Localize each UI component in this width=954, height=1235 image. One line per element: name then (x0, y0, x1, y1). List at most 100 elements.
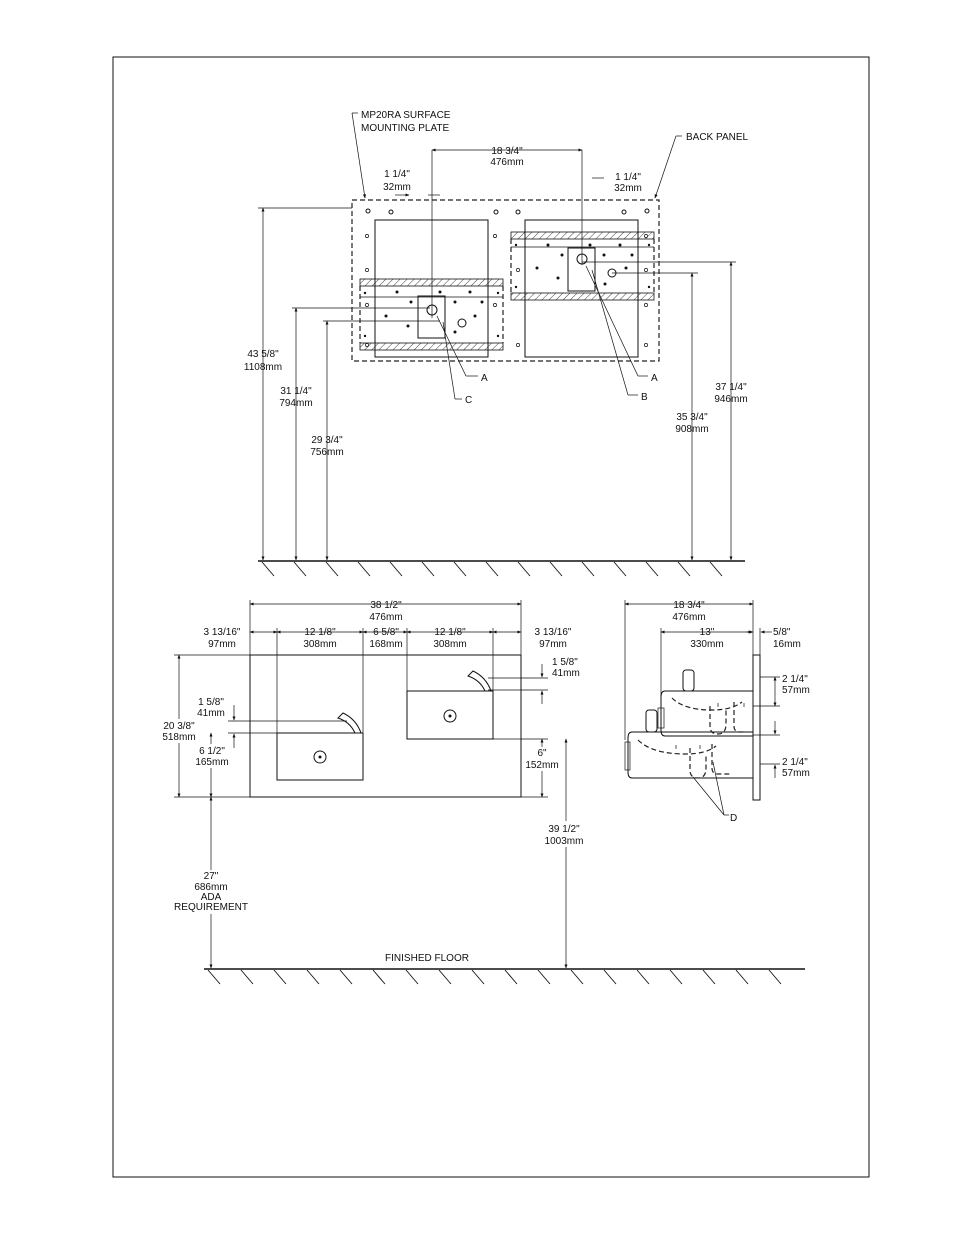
keyhole-slots (365, 208, 650, 215)
floor-hatch-line (325, 561, 339, 577)
right-unit-frame (524, 219, 639, 358)
right-drain (443, 709, 457, 723)
fv-dim-1-1-4-left-in: 1 1/4" (384, 169, 410, 180)
floor-hatch-line (293, 561, 307, 577)
floor-hatch-line (306, 969, 320, 985)
fv-dim-18-3-4-in: 18 3/4" (491, 146, 523, 157)
floor-hatch-top (261, 561, 723, 577)
ev-dim-20-3-8-in: 20 3/8" (163, 721, 195, 732)
fv-dim-35-3-4-mm: 908mm (675, 424, 708, 435)
floor-hatch-line (669, 969, 683, 985)
upper-push-button (682, 669, 695, 692)
left-bracket-top (359, 278, 504, 287)
ev-dim-39-1-2-mm: 1003mm (545, 836, 584, 847)
fv-dim-43-5-8-mm: 1108mm (244, 362, 282, 373)
ev-dim-12-1-8-right-in: 12 1/8" (434, 627, 466, 638)
floor-hatch-line (768, 969, 782, 985)
floor-hatch-line (603, 969, 617, 985)
side-back-panel (752, 654, 761, 801)
floor-hatch-line (504, 969, 518, 985)
callout-c: C (465, 395, 472, 406)
mounting-plate-outline (351, 199, 660, 362)
floor-hatch-line (339, 969, 353, 985)
fv-dim-37-1-4-in: 37 1/4" (715, 382, 747, 393)
callout-a-right: A (651, 373, 658, 384)
ev-dim-6-1-2-in: 6 1/2" (199, 746, 225, 757)
floor-hatch-line (613, 561, 627, 577)
right-bubbler (467, 670, 492, 692)
ev-dim-6-mm: 152mm (525, 760, 558, 771)
fv-dim-31-1-4-mm: 794mm (279, 398, 312, 409)
floor-hatch-line (273, 969, 287, 985)
ev-dim-6-5-8-mm: 168mm (369, 639, 402, 650)
callout-a-left: A (481, 373, 488, 384)
ev-dim-1-5-8-right-mm: 41mm (552, 668, 580, 679)
sv-dim-2-1-4-bottom-in: 2 1/4" (782, 757, 808, 768)
ev-dim-3-13-16-right-mm: 97mm (539, 639, 567, 650)
mounting-holes (363, 234, 651, 347)
floor-hatch-line (240, 969, 254, 985)
floor-hatch-line (261, 561, 275, 577)
left-bracket-bottom (359, 342, 504, 351)
fv-dim-29-3-4-in: 29 3/4" (311, 435, 343, 446)
floor-hatch-line (537, 969, 551, 985)
ev-dim-12-1-8-left-mm: 308mm (303, 639, 336, 650)
right-bracket-top (510, 231, 655, 240)
ev-dim-1-5-8-left-in: 1 5/8" (198, 697, 224, 708)
ev-dim-3-13-16-right-in: 3 13/16" (535, 627, 572, 638)
sv-dim-2-1-4-bottom-mm: 57mm (782, 768, 810, 779)
sv-dim-13-mm: 330mm (690, 639, 723, 650)
floor-hatch-line (372, 969, 386, 985)
floor-hatch-line (421, 561, 435, 577)
ev-dim-12-1-8-right-mm: 308mm (433, 639, 466, 650)
right-valve-box (567, 247, 596, 292)
fv-dim-1-1-4-left-mm: 32mm (383, 182, 411, 193)
ev-dim-6-1-2-mm: 165mm (195, 757, 228, 768)
ev-dim-3-13-16-left-in: 3 13/16" (204, 627, 241, 638)
ev-dim-3-13-16-left-mm: 97mm (208, 639, 236, 650)
fv-dim-35-3-4-in: 35 3/4" (676, 412, 708, 423)
fv-dim-31-1-4-in: 31 1/4" (280, 386, 312, 397)
upper-unit-body (660, 690, 754, 737)
left-drain (313, 750, 327, 764)
sheet-border (112, 56, 870, 1178)
floor-hatch-line (389, 561, 403, 577)
left-basin (276, 732, 364, 781)
floor-hatch-line (702, 969, 716, 985)
ev-dim-6-5-8-in: 6 5/8" (373, 627, 399, 638)
fv-dim-1-1-4-right-in: 1 1/4" (615, 172, 641, 183)
ev-dim-6-in: 6" (537, 748, 547, 759)
floor-hatch-line (549, 561, 563, 577)
floor-hatch-line (517, 561, 531, 577)
ev-dim-1-5-8-left-mm: 41mm (197, 708, 225, 719)
lower-push-button (645, 709, 658, 733)
mounting-plate-label-1: MP20RA SURFACE (361, 110, 451, 121)
left-valve-box (417, 295, 446, 339)
sv-dim-2-1-4-top-mm: 57mm (782, 685, 810, 696)
sv-dim-5-8-in: 5/8" (773, 627, 791, 638)
mounting-plate-label-2: MOUNTING PLATE (361, 123, 449, 134)
floor-hatch-line (405, 969, 419, 985)
front-view: 18 3/4" 476mm 1 1/4" 32mm 1 1/4" 32mm MP… (244, 110, 748, 577)
floor-hatch-bottom (207, 969, 782, 985)
ev-dim-27-in: 27" (204, 871, 219, 882)
floor-hatch-line (357, 561, 371, 577)
fv-dim-43-5-8-in: 43 5/8" (247, 349, 279, 360)
floor-hatch-line (471, 969, 485, 985)
sv-dim-18-3-4-in: 18 3/4" (673, 600, 705, 611)
finished-floor-label: FINISHED FLOOR (385, 953, 469, 964)
left-drain-hole (457, 318, 467, 328)
sv-dim-2-1-4-top-in: 2 1/4" (782, 674, 808, 685)
floor-hatch-line (581, 561, 595, 577)
sv-dim-5-8-mm: 16mm (773, 639, 801, 650)
floor-hatch-line (438, 969, 452, 985)
floor-hatch-line (645, 561, 659, 577)
back-panel-elevation (249, 654, 522, 798)
fv-dim-37-1-4-mm: 946mm (714, 394, 747, 405)
ada-label-2: REQUIREMENT (174, 902, 248, 913)
floor-hatch-line (735, 969, 749, 985)
floor-hatch-line (570, 969, 584, 985)
floor-hatch-line (677, 561, 691, 577)
callout-d: D (730, 813, 737, 824)
sv-dim-13-in: 13" (700, 627, 715, 638)
